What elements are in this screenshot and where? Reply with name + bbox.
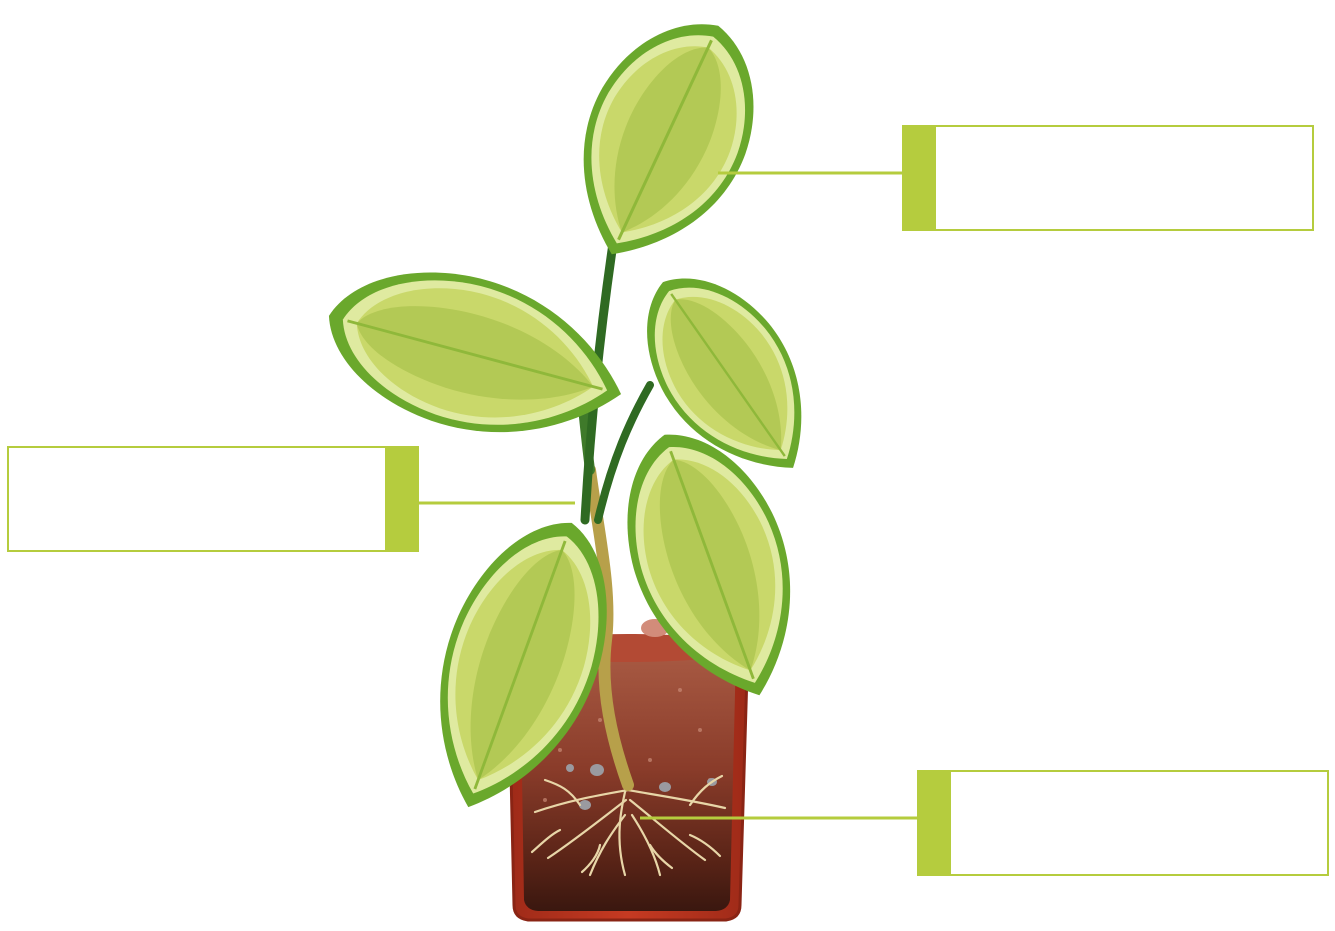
leaf-label-tab xyxy=(902,125,936,231)
stem-label-box[interactable] xyxy=(7,446,419,552)
root-label-box[interactable] xyxy=(917,770,1329,876)
stem-label-text xyxy=(9,448,381,550)
root-label-text xyxy=(955,772,1327,874)
root-label-tab xyxy=(917,770,951,876)
stem-label-tab xyxy=(385,446,419,552)
leaf-label-text xyxy=(940,127,1312,229)
leaves xyxy=(309,0,845,833)
leaf-label-box[interactable] xyxy=(902,125,1314,231)
